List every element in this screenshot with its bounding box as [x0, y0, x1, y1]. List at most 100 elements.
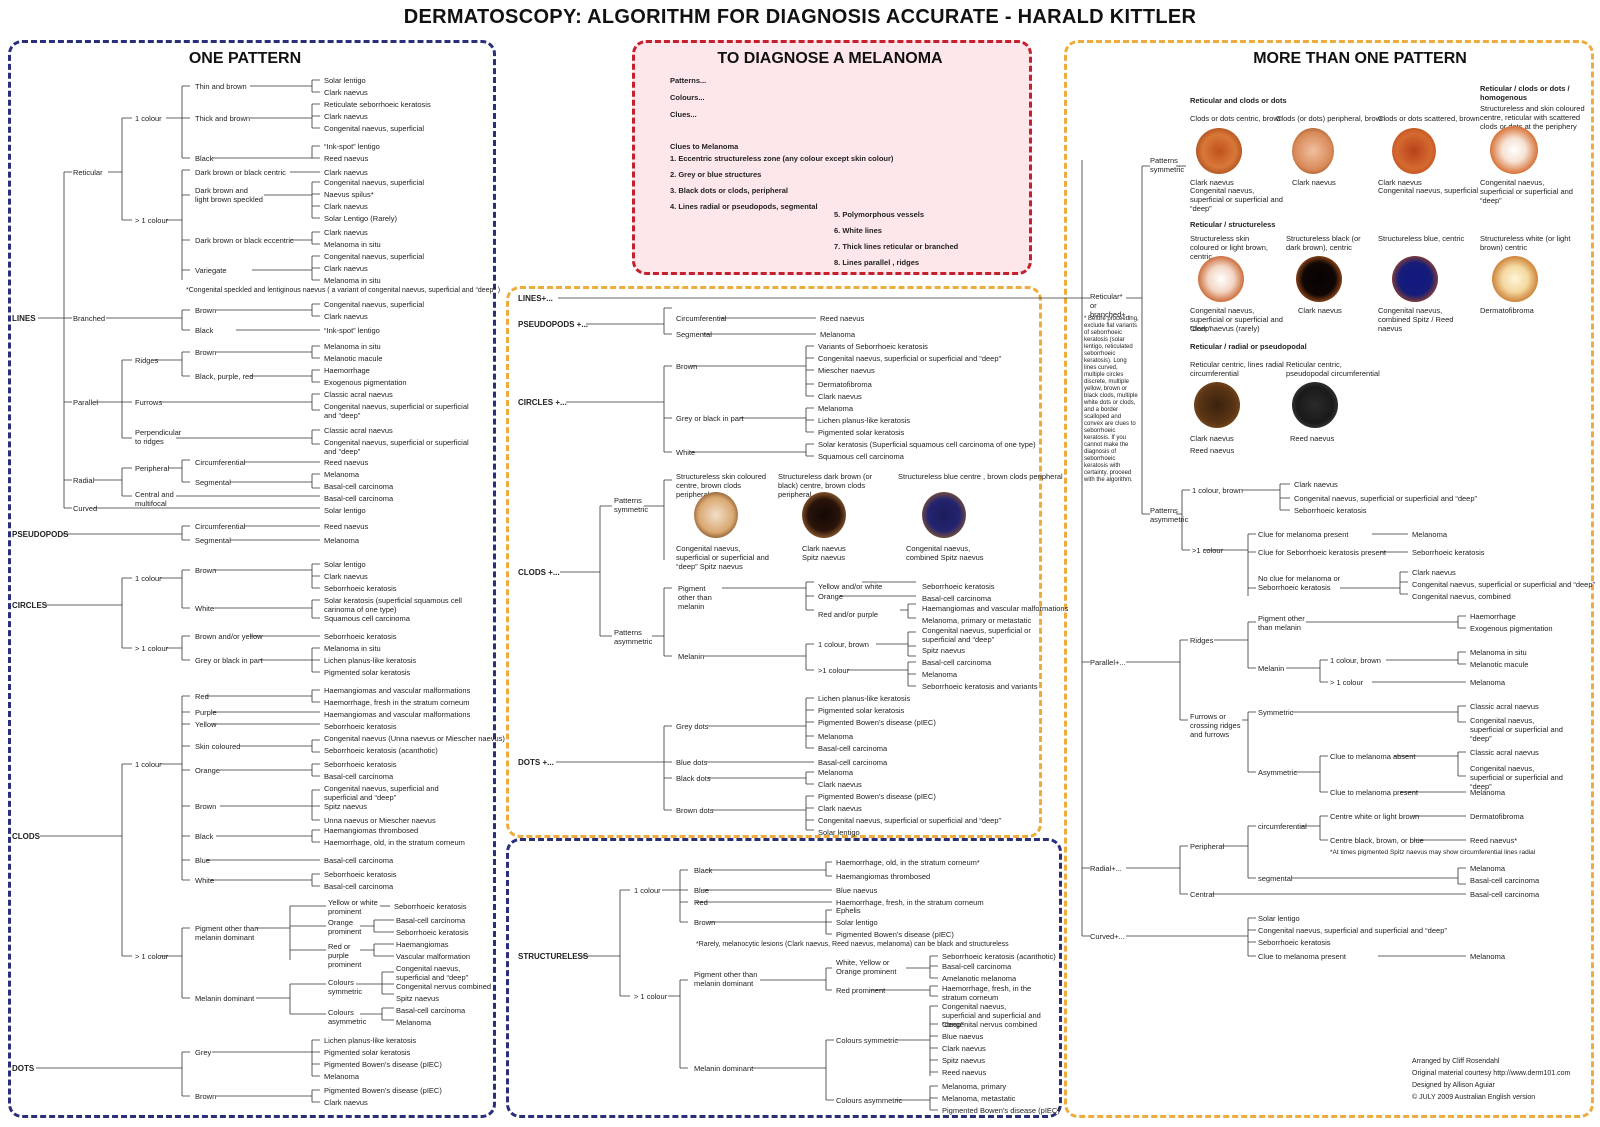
- dx: Reed naevus: [1290, 434, 1335, 443]
- dx: Clark naevus: [324, 112, 368, 121]
- node-yellow: Yellow: [195, 720, 217, 729]
- lesion-image: [1292, 382, 1338, 428]
- dx: Congenital naevus, superficial or superf…: [1480, 178, 1573, 205]
- section-title: Reticular / clods or dots / homogenous: [1480, 84, 1570, 102]
- dx: Clark naevus: [818, 392, 862, 401]
- dx: Solar keratosis (superficial squamous ce…: [324, 596, 462, 614]
- dx: Spitz naevus: [324, 802, 367, 811]
- image-caption: Clods or dots centric, brown: [1190, 114, 1283, 123]
- dx: Melanoma: [922, 670, 958, 679]
- dx: “Ink-spot” lentigo: [324, 142, 380, 151]
- dx: Dermatofibroma: [818, 380, 872, 389]
- dx: Basal-cell carcinoma: [922, 658, 992, 667]
- node-black: Black: [195, 154, 214, 163]
- node-segmental: Segmental: [195, 478, 231, 487]
- lesion-image: [1490, 126, 1538, 174]
- node-patterns-asymmetric: Patterns asymmetric: [1150, 506, 1189, 524]
- dx: Blue naevus: [942, 1032, 984, 1041]
- node-peripheral: Peripheral: [135, 464, 170, 473]
- node-pigment-other: Pigment other than melanin: [678, 584, 712, 611]
- dx: Spitz naevus: [396, 994, 439, 1003]
- node-skin: Skin coloured: [195, 742, 241, 751]
- dx: Melanoma: [324, 1072, 360, 1081]
- node-lines: LINES: [12, 314, 36, 323]
- dx: Congenital naevus, superficial and super…: [942, 1002, 1041, 1029]
- lesion-image: [802, 492, 846, 538]
- dx: Reed naevus: [324, 458, 369, 467]
- dx: Haemorrhage: [324, 366, 370, 375]
- node-segmental: segmental: [1258, 874, 1293, 883]
- dx: Basal-cell carcinoma: [324, 494, 394, 503]
- image-caption: Clods (or dots) peripheral, brown: [1276, 114, 1386, 123]
- node-melanin: Melanin: [678, 652, 705, 661]
- node-central-multifocal: Central and multifocal: [135, 490, 174, 508]
- dx: Squamous cell carcinoma: [818, 452, 904, 461]
- lesion-image: [1296, 256, 1342, 302]
- node-black-dots: Black dots: [676, 774, 711, 783]
- node-reticular-branched: Reticular* or branched+...: [1090, 292, 1132, 319]
- lesion-image: [1196, 128, 1242, 174]
- node-gt1-colour: > 1 colour: [135, 216, 169, 225]
- node-asymmetric: Asymmetric: [1258, 768, 1298, 777]
- dx: Unna naevus or Miescher naevus: [324, 816, 436, 825]
- dx: Haemangiomas and vascular malformations: [922, 604, 1069, 613]
- node-white: White: [195, 876, 215, 885]
- node-melanin: Melanin: [1258, 664, 1285, 673]
- dx: Congenital naevus, superficial: [1378, 186, 1479, 195]
- dx: Melanoma: [324, 536, 360, 545]
- dx: Pigmented Bowen’s disease (pIEC): [836, 930, 954, 939]
- node-1-colour: 1 colour: [634, 886, 661, 895]
- dx: Vascular malformation: [396, 952, 471, 961]
- dx: Pigmented Bowen’s disease (pIEC): [818, 718, 936, 727]
- dx: Squamous cell carcinoma: [324, 614, 410, 623]
- dx: Seborrhoeic keratosis (acanthotic): [942, 952, 1056, 961]
- node-pigment-other: Pigment other than melanin dominant: [195, 924, 259, 942]
- dx: Melanoma, metastatic: [942, 1094, 1016, 1103]
- node-segmental: Segmental: [195, 536, 231, 545]
- dx: Basal-cell carcinoma: [396, 1006, 466, 1015]
- dx: Congenital naevus, superficial or superf…: [1412, 580, 1596, 589]
- dx: Variants of Seborrhoeic keratosis: [818, 342, 928, 351]
- node-clue-absent: Clue to melanoma absent: [1330, 752, 1416, 761]
- node-melanin-dominant: Melanin dominant: [694, 1064, 754, 1073]
- node-circumferential: circumferential: [1258, 822, 1307, 831]
- dx: Congenital naevus, superficial: [324, 300, 425, 309]
- node-brown: Brown: [694, 918, 716, 927]
- node-grey-black: Grey or black in part: [676, 414, 744, 423]
- node-blue-dots: Blue dots: [676, 758, 708, 767]
- node-red-purple: Red and/or purple: [818, 610, 879, 619]
- dx: Basal-cell carcinoma: [324, 856, 394, 865]
- dx: Clark naevus: [1298, 306, 1342, 315]
- node-circumferential: Circumferential: [195, 458, 246, 467]
- dx: Congenital naevus, superficial: [324, 124, 425, 133]
- dx: Melanoma, primary: [942, 1082, 1007, 1091]
- lesion-image: [1392, 256, 1438, 302]
- dx: Basal-cell carcinoma: [324, 772, 394, 781]
- node-brown: Brown: [195, 1092, 217, 1101]
- dx: Spitz naevus: [942, 1056, 985, 1065]
- dx: Congenital nervus combined: [942, 1020, 1038, 1029]
- dx: Melanoma: [820, 330, 856, 339]
- node-gt1-colour: > 1 colour: [1330, 678, 1364, 687]
- node-1-colour: 1 colour: [135, 574, 162, 583]
- melanoma-intro: Colours...: [670, 93, 705, 102]
- node-wyo: White, Yellow or Orange prominent: [836, 958, 897, 976]
- clue-item: 7. Thick lines reticular or branched: [834, 242, 959, 251]
- node-peripheral: Peripheral: [1190, 842, 1225, 851]
- dx: Haemorrhage, fresh, in the stratum corne…: [942, 984, 1032, 1002]
- dx: Lichen planus-like keratosis: [818, 416, 911, 425]
- node-patterns-symmetric: Patterns symmetric: [1150, 156, 1185, 174]
- lesion-image: [1194, 382, 1240, 428]
- dx: Basal-cell carcinoma: [922, 594, 992, 603]
- credit-line: Original material courtesy http://www.de…: [1412, 1070, 1571, 1077]
- dx: Congenital naevus, superficial or superf…: [1190, 186, 1283, 213]
- node-ridges: Ridges: [135, 356, 159, 365]
- dx: Melanoma: [1470, 864, 1506, 873]
- node-gt1-colour: >1 colour: [1192, 546, 1224, 555]
- node-pseudopods: PSEUDOPODS: [12, 530, 69, 539]
- node-furrows: Furrows or crossing ridges and furrows: [1190, 712, 1241, 739]
- dx: Congenital naevus (Unna naevus or Miesch…: [324, 734, 505, 743]
- image-caption: Structureless white (or light brown) cen…: [1480, 234, 1571, 252]
- dx: Basal-cell carcinoma: [324, 482, 394, 491]
- dx: Haemorrhage, fresh in the stratum corneu…: [324, 698, 470, 707]
